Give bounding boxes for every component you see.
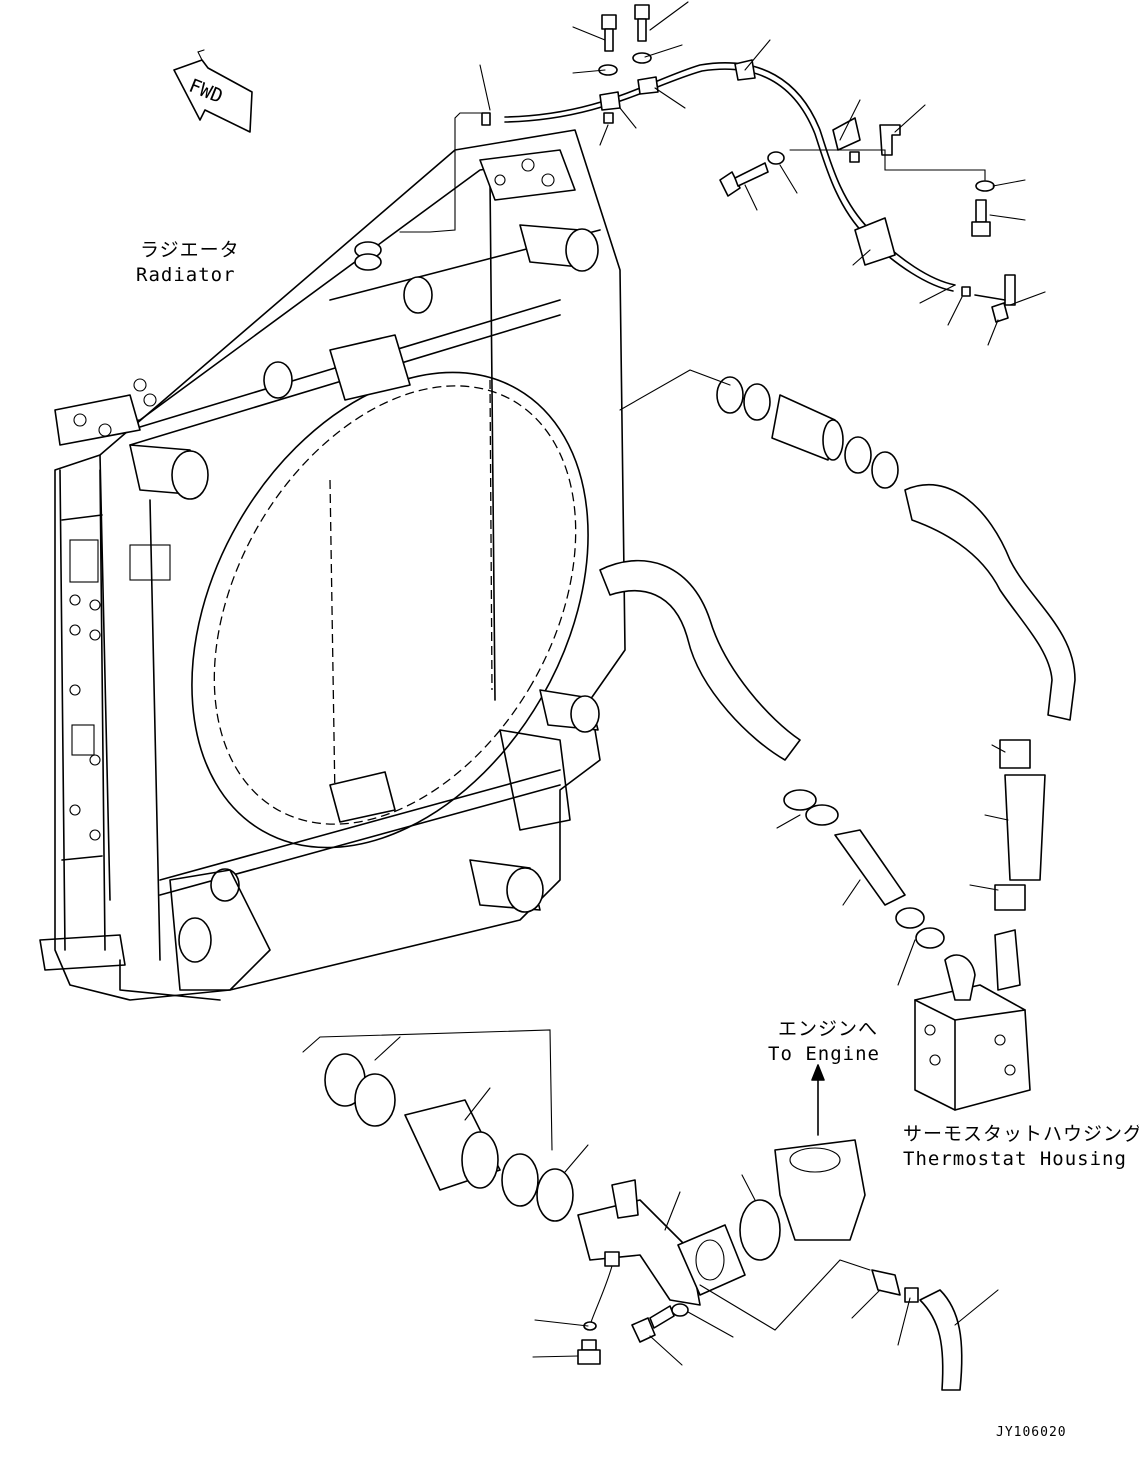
upper-overflow-tube — [399, 59, 1016, 306]
tank-bolt-dots — [69, 158, 555, 841]
washer-icon — [975, 180, 995, 192]
hose-clamp-icon — [895, 907, 925, 929]
right-vertical-hose — [994, 739, 1046, 911]
radiator-inlet-stub — [129, 444, 209, 500]
nut-icon — [603, 112, 614, 124]
top-bolts — [598, 4, 1009, 323]
fwd-arrow-icon: FWD — [173, 49, 253, 133]
washer-icon — [671, 1303, 689, 1317]
radiator-label-jp: ラジエータ — [140, 239, 240, 261]
bolt-icon — [971, 199, 991, 237]
hose-clamp-icon — [501, 1153, 539, 1207]
bolt-icon — [634, 4, 650, 42]
hose-icon — [904, 484, 1076, 721]
water-pipe-icon — [577, 1199, 701, 1306]
hose-clamp-icon — [999, 739, 1031, 769]
bolt-icon — [631, 1305, 675, 1343]
bolt-icon — [719, 162, 769, 197]
fitting-icon — [904, 1287, 919, 1303]
hose-clamp-icon — [915, 927, 945, 949]
flange-icon — [677, 1224, 746, 1296]
radiator-tube-stub-1 — [263, 276, 433, 399]
sensor-icon — [871, 1269, 901, 1296]
elbow-icon — [774, 1139, 866, 1241]
radiator-label-en: Radiator — [136, 264, 236, 286]
gasket-icon — [739, 1199, 781, 1261]
hose-icon — [834, 829, 906, 906]
hose-clamp-icon — [783, 789, 817, 811]
clip-icon — [991, 302, 1009, 323]
thermostat-label-en: Thermostat Housing — [903, 1148, 1127, 1170]
to-engine-label-jp: エンジンへ — [778, 1018, 878, 1040]
hose-clamp-icon — [844, 436, 872, 474]
hose-clamp-icon — [743, 383, 771, 421]
nut-icon — [961, 286, 971, 297]
middle-hose — [599, 559, 945, 949]
to-engine-arrow-icon — [811, 1064, 825, 1136]
lower-assembly — [302, 1029, 963, 1391]
upper-hose-route — [619, 369, 1076, 721]
hose-clamp-icon — [871, 451, 899, 489]
hose-icon — [771, 394, 836, 461]
bolt-icon — [601, 14, 617, 52]
hose-icon — [599, 559, 801, 761]
washer-icon — [767, 151, 785, 165]
tube-icon — [919, 1289, 963, 1391]
nut-icon — [849, 151, 860, 163]
radiator-lower-stub — [469, 689, 600, 913]
thermostat-label-jp: サーモスタットハウジング — [903, 1123, 1139, 1145]
hose-clamp-icon — [536, 1168, 574, 1222]
to-engine-label-en: To Engine — [768, 1043, 880, 1065]
hose-clamp-icon — [354, 1073, 396, 1127]
radiator-bottom-stub — [178, 868, 240, 963]
washer-icon — [598, 64, 618, 76]
drawing-code: JY106020 — [996, 1425, 1067, 1440]
drain-plug-icon — [577, 1339, 601, 1365]
washer-icon — [632, 52, 652, 64]
radiator-assembly — [39, 129, 626, 1001]
plug-icon — [604, 1251, 620, 1267]
hose-clamp-icon — [716, 376, 744, 414]
radiator-upper-stub — [519, 224, 599, 272]
hose-clamp-icon — [994, 884, 1026, 911]
leader-lines — [374, 1, 1046, 1366]
hose-icon — [1004, 774, 1046, 881]
thermostat-housing — [914, 929, 1031, 1111]
hose-clamp-icon — [805, 804, 839, 826]
